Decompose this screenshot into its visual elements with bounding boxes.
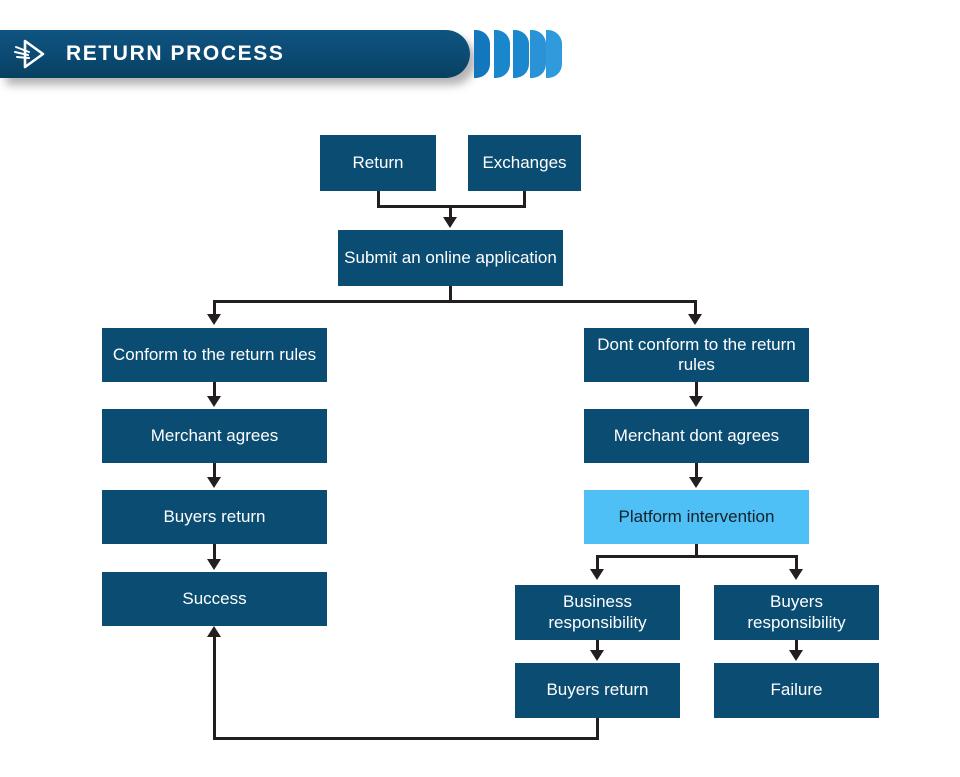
node-failure-label: Failure <box>770 680 823 700</box>
node-dont-conform-return-rules[interactable]: Dont conform to the return rules <box>584 328 809 382</box>
connector-loop-up <box>213 637 216 737</box>
node-buyers-responsibility[interactable]: Buyers responsibility <box>714 585 879 640</box>
node-failure[interactable]: Failure <box>714 663 879 718</box>
arrowhead-to-failure <box>789 650 803 661</box>
arrowhead-to-success <box>207 559 221 570</box>
connector-split-left-drop <box>213 300 216 316</box>
arrowhead-to-dont-conform <box>688 314 702 325</box>
connector-resp-split-bar <box>596 555 798 558</box>
node-business-responsibility[interactable]: Business responsibility <box>515 585 680 640</box>
connector-dontconform-to-merchantno <box>695 382 698 398</box>
play-arrow-icon <box>12 37 48 71</box>
arrowhead-to-merchant-dont-agrees <box>689 396 703 407</box>
connector-resp-right-drop <box>795 555 798 571</box>
connector-buyers-to-success <box>213 544 216 561</box>
node-platform-intervention[interactable]: Platform intervention <box>584 490 809 544</box>
node-success[interactable]: Success <box>102 572 327 626</box>
node-merchant-agrees[interactable]: Merchant agrees <box>102 409 327 463</box>
connector-buyersresp-to-failure <box>795 640 798 652</box>
arrowhead-to-submit <box>443 217 457 228</box>
connector-merchant-to-buyers <box>213 463 216 479</box>
arrowhead-to-conform <box>207 314 221 325</box>
page-title: RETURN PROCESS <box>66 42 285 65</box>
arrowhead-to-buyers-return <box>207 477 221 488</box>
node-submit-application[interactable]: Submit an online application <box>338 230 563 286</box>
connector-loop-across <box>213 737 599 740</box>
node-merchant-dont-agrees[interactable]: Merchant dont agrees <box>584 409 809 463</box>
node-buyers-return[interactable]: Buyers return <box>102 490 327 544</box>
connector-resp-left-drop <box>596 555 599 571</box>
connector-merchantno-to-platform <box>695 463 698 479</box>
arc-stripe-1 <box>474 30 490 78</box>
header-banner: RETURN PROCESS <box>0 30 470 78</box>
node-return[interactable]: Return <box>320 135 436 191</box>
node-buyers-return-2[interactable]: Buyers return <box>515 663 680 718</box>
connector-business-to-buyersreturn <box>596 640 599 652</box>
arc-stripes-decoration <box>474 30 564 78</box>
connector-platform-stem <box>695 544 698 557</box>
arrowhead-to-platform <box>689 477 703 488</box>
arc-stripe-2 <box>494 30 510 78</box>
arrowhead-to-buyers-responsibility <box>789 569 803 580</box>
connector-merge-stem <box>449 205 452 219</box>
node-platform-intervention-label: Platform intervention <box>618 506 775 526</box>
node-business-responsibility-label: Business responsibility <box>548 592 647 632</box>
connector-submit-stem <box>449 286 452 302</box>
node-success-label: Success <box>182 588 247 608</box>
connector-return-down <box>377 191 380 207</box>
arrowhead-to-business-responsibility <box>590 569 604 580</box>
arrowhead-loop-to-success <box>207 626 221 637</box>
node-submit-application-label: Submit an online application <box>344 247 557 267</box>
node-merchant-agrees-label: Merchant agrees <box>150 425 279 445</box>
node-conform-return-rules[interactable]: Conform to the return rules <box>102 328 327 382</box>
node-merchant-dont-agrees-label: Merchant dont agrees <box>613 425 780 445</box>
node-conform-return-rules-label: Conform to the return rules <box>112 344 317 364</box>
arc-stripe-5 <box>546 30 562 78</box>
node-buyers-responsibility-label: Buyers responsibility <box>747 592 846 632</box>
connector-conform-to-merchant <box>213 382 216 398</box>
arrowhead-to-buyers-return-2 <box>590 650 604 661</box>
node-exchanges-label: Exchanges <box>482 152 567 172</box>
arc-stripe-3 <box>513 30 529 78</box>
node-buyers-return-label: Buyers return <box>163 506 266 526</box>
node-dont-conform-return-rules-label: Dont conform to the return rules <box>597 334 796 374</box>
node-return-label: Return <box>352 152 404 172</box>
arrowhead-to-merchant-agrees <box>207 396 221 407</box>
connector-split-bar <box>213 300 697 303</box>
connector-loop-down <box>596 718 599 740</box>
arc-stripe-4 <box>530 30 546 78</box>
node-buyers-return-2-label: Buyers return <box>546 680 649 700</box>
connector-split-right-drop <box>694 300 697 316</box>
connector-exchanges-down <box>523 191 526 207</box>
node-exchanges[interactable]: Exchanges <box>468 135 581 191</box>
